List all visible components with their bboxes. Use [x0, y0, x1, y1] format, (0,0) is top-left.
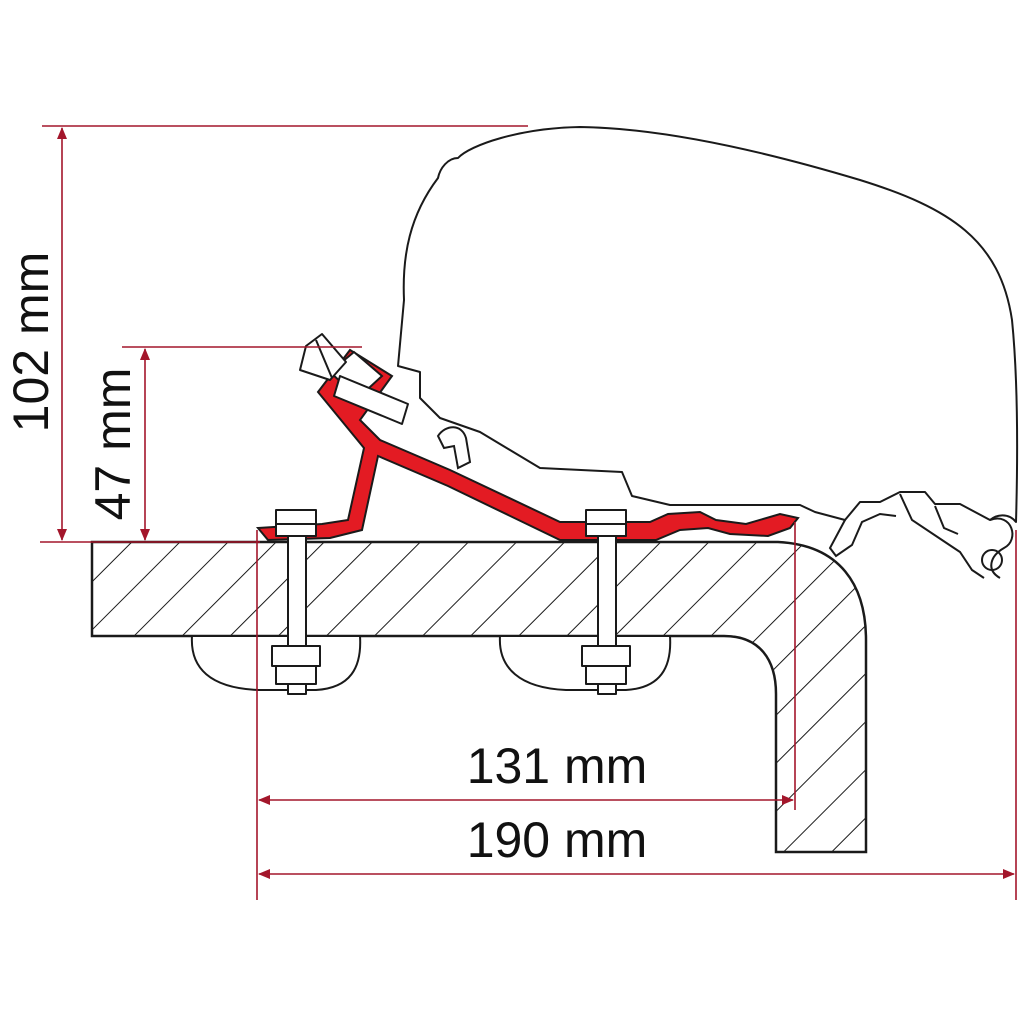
dimension-label-131mm: 131 mm [467, 738, 648, 794]
dimension-label-102mm: 102 mm [3, 252, 59, 433]
dimension-131mm: 131 mm [256, 522, 796, 900]
bolt-right [581, 509, 631, 695]
dimension-102mm: 102 mm [3, 125, 528, 543]
dimension-190mm: 190 mm [258, 530, 1017, 900]
awning-cassette [397, 126, 1019, 579]
wall-section [90, 540, 868, 854]
dimension-47mm: 47 mm [85, 346, 362, 541]
bolt-left [271, 509, 321, 695]
dimension-label-190mm: 190 mm [467, 812, 648, 868]
dimension-label-47mm: 47 mm [85, 368, 141, 521]
